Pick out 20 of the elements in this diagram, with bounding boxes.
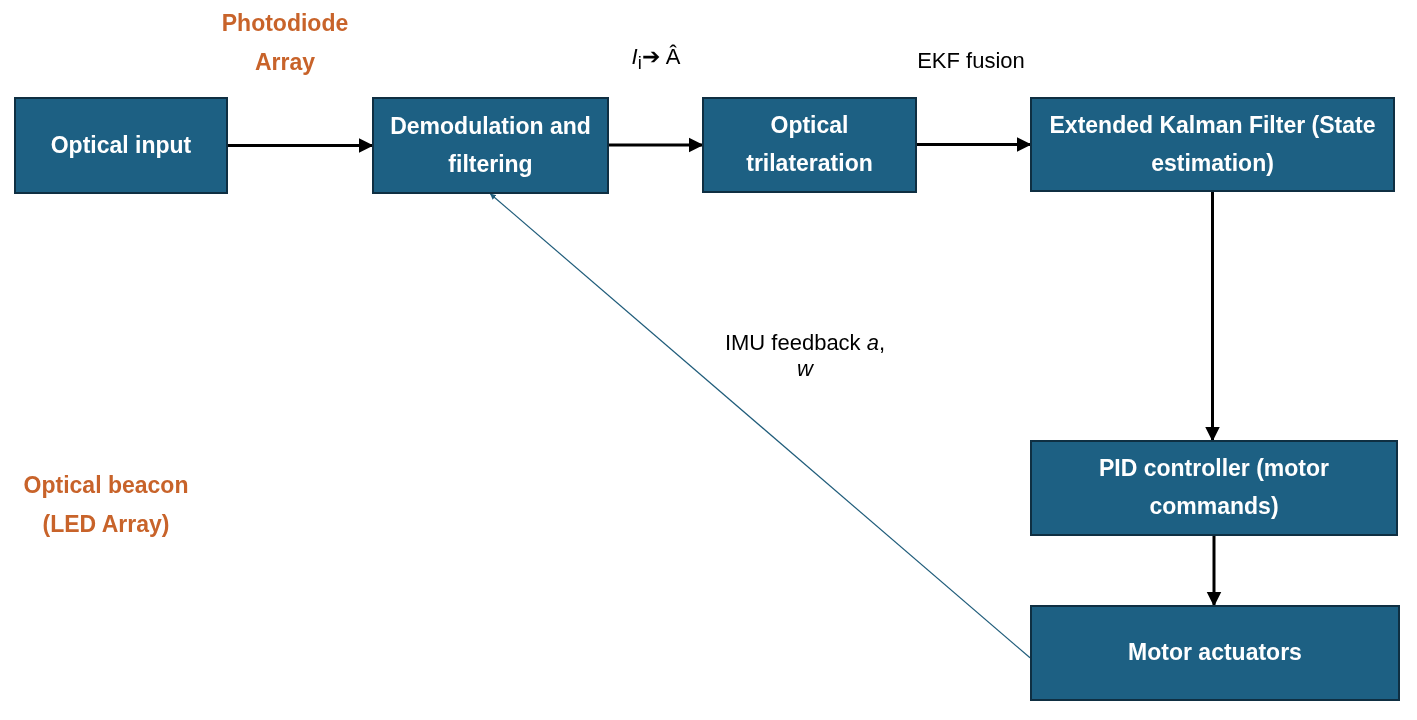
arrow (1206, 536, 1222, 607)
process-box (702, 97, 917, 193)
process-box (372, 97, 609, 194)
annotation-label: Photodiode Array (220, 9, 350, 78)
arrow (228, 138, 374, 153)
box-label: Motor actuators (1127, 638, 1303, 668)
process-box (1030, 440, 1398, 536)
process-box (14, 97, 228, 194)
arrow (1205, 192, 1220, 442)
process-box (1030, 97, 1395, 192)
arrow (489, 193, 1031, 659)
box-label: Optical trilateration (745, 111, 874, 178)
process-box (1030, 605, 1400, 701)
arrow (609, 137, 704, 153)
box-label: Extended Kalman Filter (State estimation) (1048, 110, 1377, 178)
box-label: Demodulation and filtering (389, 111, 592, 179)
box-label: Optical input (49, 130, 193, 160)
arrow (917, 137, 1032, 152)
annotation-label: Optical beacon (LED Array) (22, 471, 190, 540)
box-label: PID controller (motor commands) (1098, 454, 1330, 521)
